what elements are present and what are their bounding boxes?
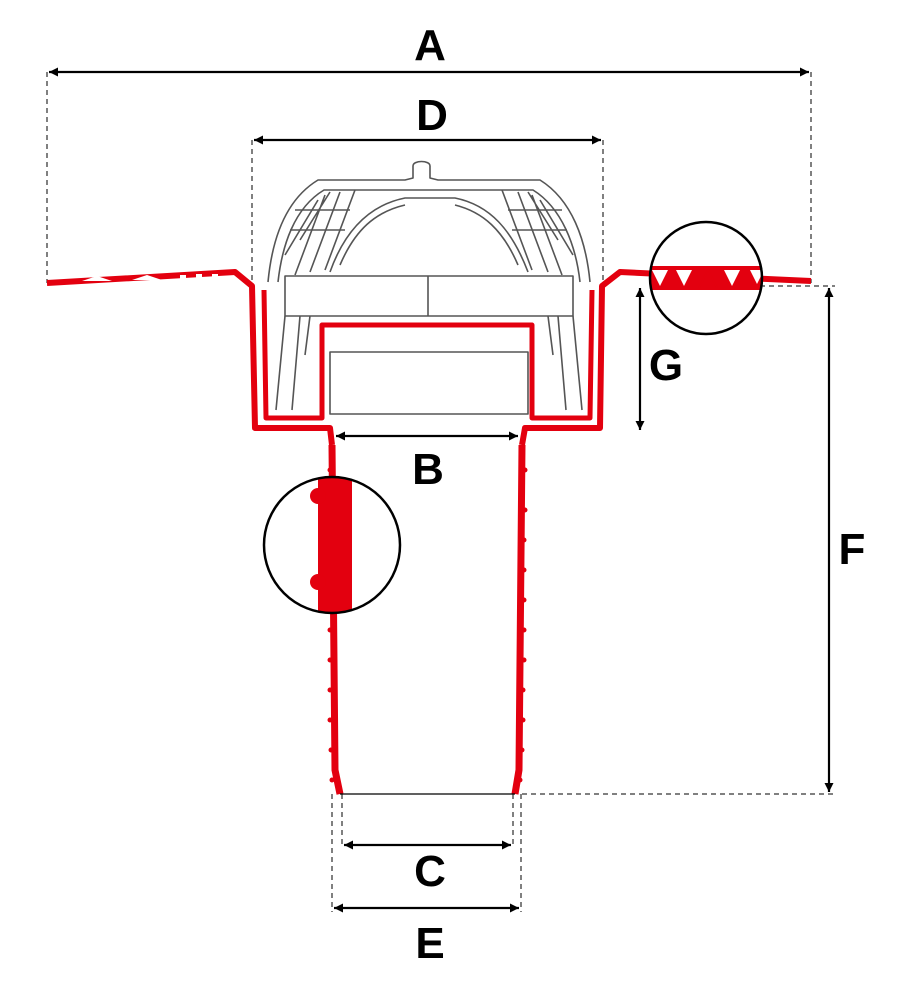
label-f: F <box>839 525 866 574</box>
label-d: D <box>416 91 448 140</box>
flange-pattern-left <box>82 274 218 281</box>
dimension-labels: A D B G F C E <box>412 21 865 968</box>
extension-lines <box>46 72 835 912</box>
drain-body <box>46 269 812 795</box>
label-e: E <box>415 919 444 968</box>
dome-strainer <box>267 160 591 415</box>
label-c: C <box>414 847 446 896</box>
pipe-ribs <box>327 467 528 783</box>
label-a: A <box>414 21 446 70</box>
dimension-lines <box>49 67 834 913</box>
detail-flange <box>648 220 764 336</box>
detail-pipe-wall <box>262 475 402 615</box>
label-b: B <box>412 445 444 494</box>
label-g: G <box>649 341 683 390</box>
